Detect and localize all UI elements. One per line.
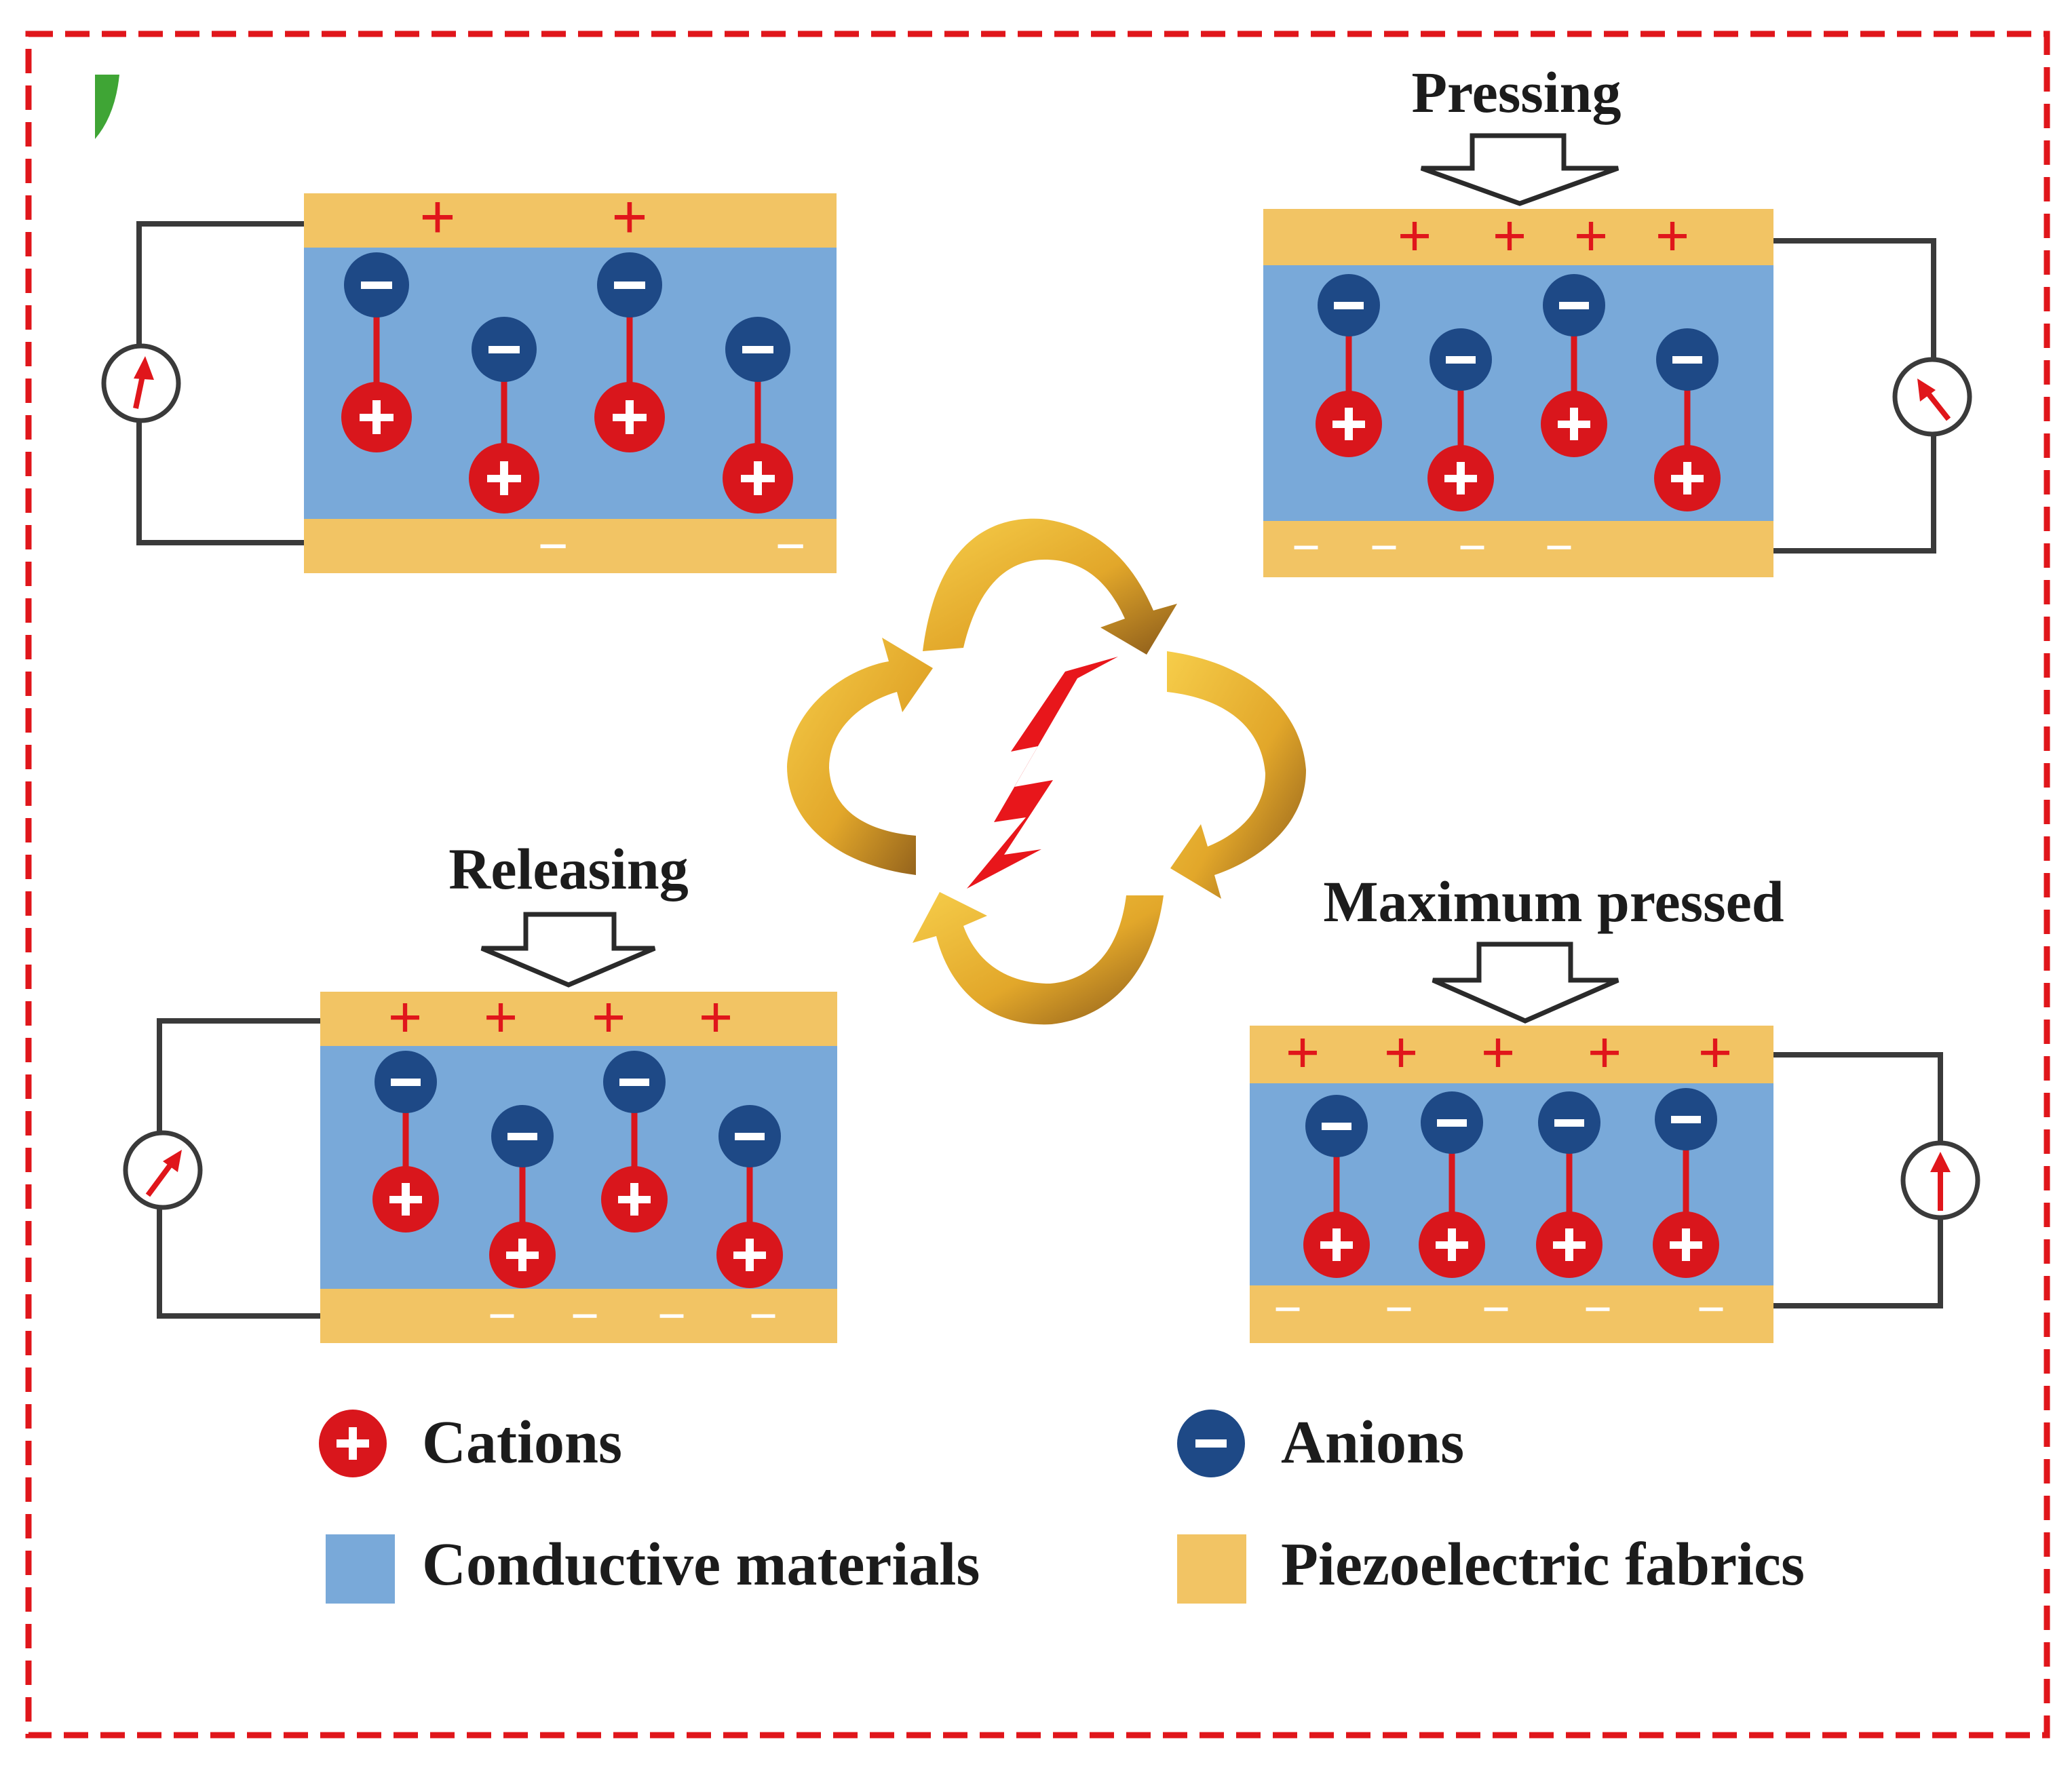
dipole	[601, 1051, 668, 1233]
dipole	[1316, 274, 1382, 457]
legend-conductive: Conductive materials	[422, 1531, 980, 1598]
piezo-fabric-top	[1263, 209, 1773, 265]
charge-minus: −	[537, 517, 569, 577]
cycle-arrow-icon	[787, 638, 933, 875]
legend-anion-swatch	[1177, 1410, 1245, 1477]
charge-minus: −	[657, 1288, 687, 1344]
charge-minus: −	[1545, 520, 1574, 576]
panel-releasing: Releasing + + + + − − − −	[123, 836, 837, 1344]
ammeter-icon	[101, 343, 181, 423]
legend-cation-swatch	[319, 1410, 387, 1477]
dipole	[716, 1105, 783, 1288]
charge-minus: −	[571, 1288, 600, 1344]
charge-plus: +	[419, 181, 456, 253]
dipole	[594, 252, 665, 452]
legend: Cations Anions Conductive materials Piez…	[319, 1409, 1805, 1604]
dipole	[489, 1105, 556, 1288]
cycle-arrows	[787, 518, 1306, 1025]
dipole	[469, 317, 539, 513]
legend-anions: Anions	[1281, 1409, 1464, 1476]
fabric-charge-row: + + − −	[419, 181, 806, 577]
press-arrow-icon	[1432, 942, 1619, 1024]
press-arrow-icon	[1420, 133, 1619, 206]
leaf-icon	[95, 75, 119, 139]
charge-plus: +	[698, 984, 733, 1051]
cycle-arrow-icon	[913, 892, 1164, 1025]
charge-plus: +	[591, 984, 626, 1051]
dipole	[1536, 1091, 1603, 1278]
charge-plus: +	[1655, 203, 1689, 270]
press-arrow-icon	[480, 912, 656, 988]
fabric-charge-row: + + + + + − − − − −	[1273, 1020, 1733, 1338]
piezo-fabric-bottom	[304, 519, 837, 573]
charge-plus: +	[1285, 1020, 1320, 1087]
panel-rest: + + − −	[101, 181, 837, 577]
fabric-charge-row: + + + + − − − −	[387, 984, 778, 1344]
lightning-icon	[967, 657, 1118, 889]
ammeter-icon	[1892, 357, 1972, 437]
charge-minus: −	[1458, 520, 1487, 576]
cycle-arrow-icon	[923, 518, 1177, 655]
dipole	[341, 252, 412, 452]
piezo-fabric-bottom	[1250, 1285, 1773, 1343]
charge-plus: +	[1587, 1020, 1622, 1087]
charge-minus: −	[1584, 1281, 1613, 1338]
charge-minus: −	[1482, 1281, 1511, 1338]
panel-maximum-pressed: Maximum pressed + + + + + − − − − −	[1250, 869, 1980, 1343]
piezo-fabric-bottom	[1263, 521, 1773, 577]
legend-conductive-swatch	[326, 1534, 395, 1604]
charge-plus: +	[387, 984, 422, 1051]
charge-plus: +	[611, 181, 648, 253]
dipole	[1541, 274, 1607, 457]
charge-minus: −	[1697, 1281, 1726, 1338]
cycle-arrow-icon	[1167, 651, 1306, 899]
dipole	[1419, 1091, 1485, 1278]
piezo-fabric-top	[304, 193, 837, 248]
dipole	[372, 1051, 439, 1233]
charge-minus: −	[1385, 1281, 1414, 1338]
dashed-frame	[25, 31, 2050, 1739]
charge-minus: −	[775, 517, 806, 577]
ammeter-icon	[1900, 1140, 1980, 1220]
charge-plus: +	[1492, 203, 1527, 270]
panel-pressing: Pressing + + + + − − − −	[1263, 60, 1972, 577]
charge-minus: −	[1273, 1281, 1303, 1338]
dipole	[1427, 328, 1494, 511]
piezo-fabric-bottom	[320, 1289, 837, 1343]
piezo-fabric-top	[320, 992, 837, 1046]
legend-piezo-swatch	[1177, 1534, 1246, 1604]
piezo-fabric-top	[1250, 1026, 1773, 1083]
charge-plus: +	[1383, 1020, 1418, 1087]
ammeter-icon	[123, 1130, 203, 1210]
charge-plus: +	[1697, 1020, 1732, 1087]
legend-piezo: Piezoelectric fabrics	[1281, 1531, 1805, 1598]
dipole	[1303, 1095, 1370, 1278]
charge-plus: +	[1397, 203, 1432, 270]
fabric-charge-row: + + + + − − − −	[1292, 203, 1690, 576]
charge-minus: −	[749, 1288, 778, 1344]
charge-minus: −	[1292, 520, 1321, 576]
stage-label-releasing: Releasing	[448, 836, 689, 901]
dipole	[723, 317, 793, 513]
charge-minus: −	[1370, 520, 1399, 576]
dipole	[1653, 1088, 1719, 1278]
charge-minus: −	[488, 1288, 517, 1344]
stage-label-maximum: Maximum pressed	[1323, 869, 1784, 934]
charge-plus: +	[483, 984, 518, 1051]
charge-plus: +	[1480, 1020, 1515, 1087]
dipole	[1654, 328, 1721, 511]
legend-cations: Cations	[422, 1409, 622, 1476]
charge-plus: +	[1573, 203, 1608, 270]
stage-label-pressing: Pressing	[1412, 60, 1622, 125]
